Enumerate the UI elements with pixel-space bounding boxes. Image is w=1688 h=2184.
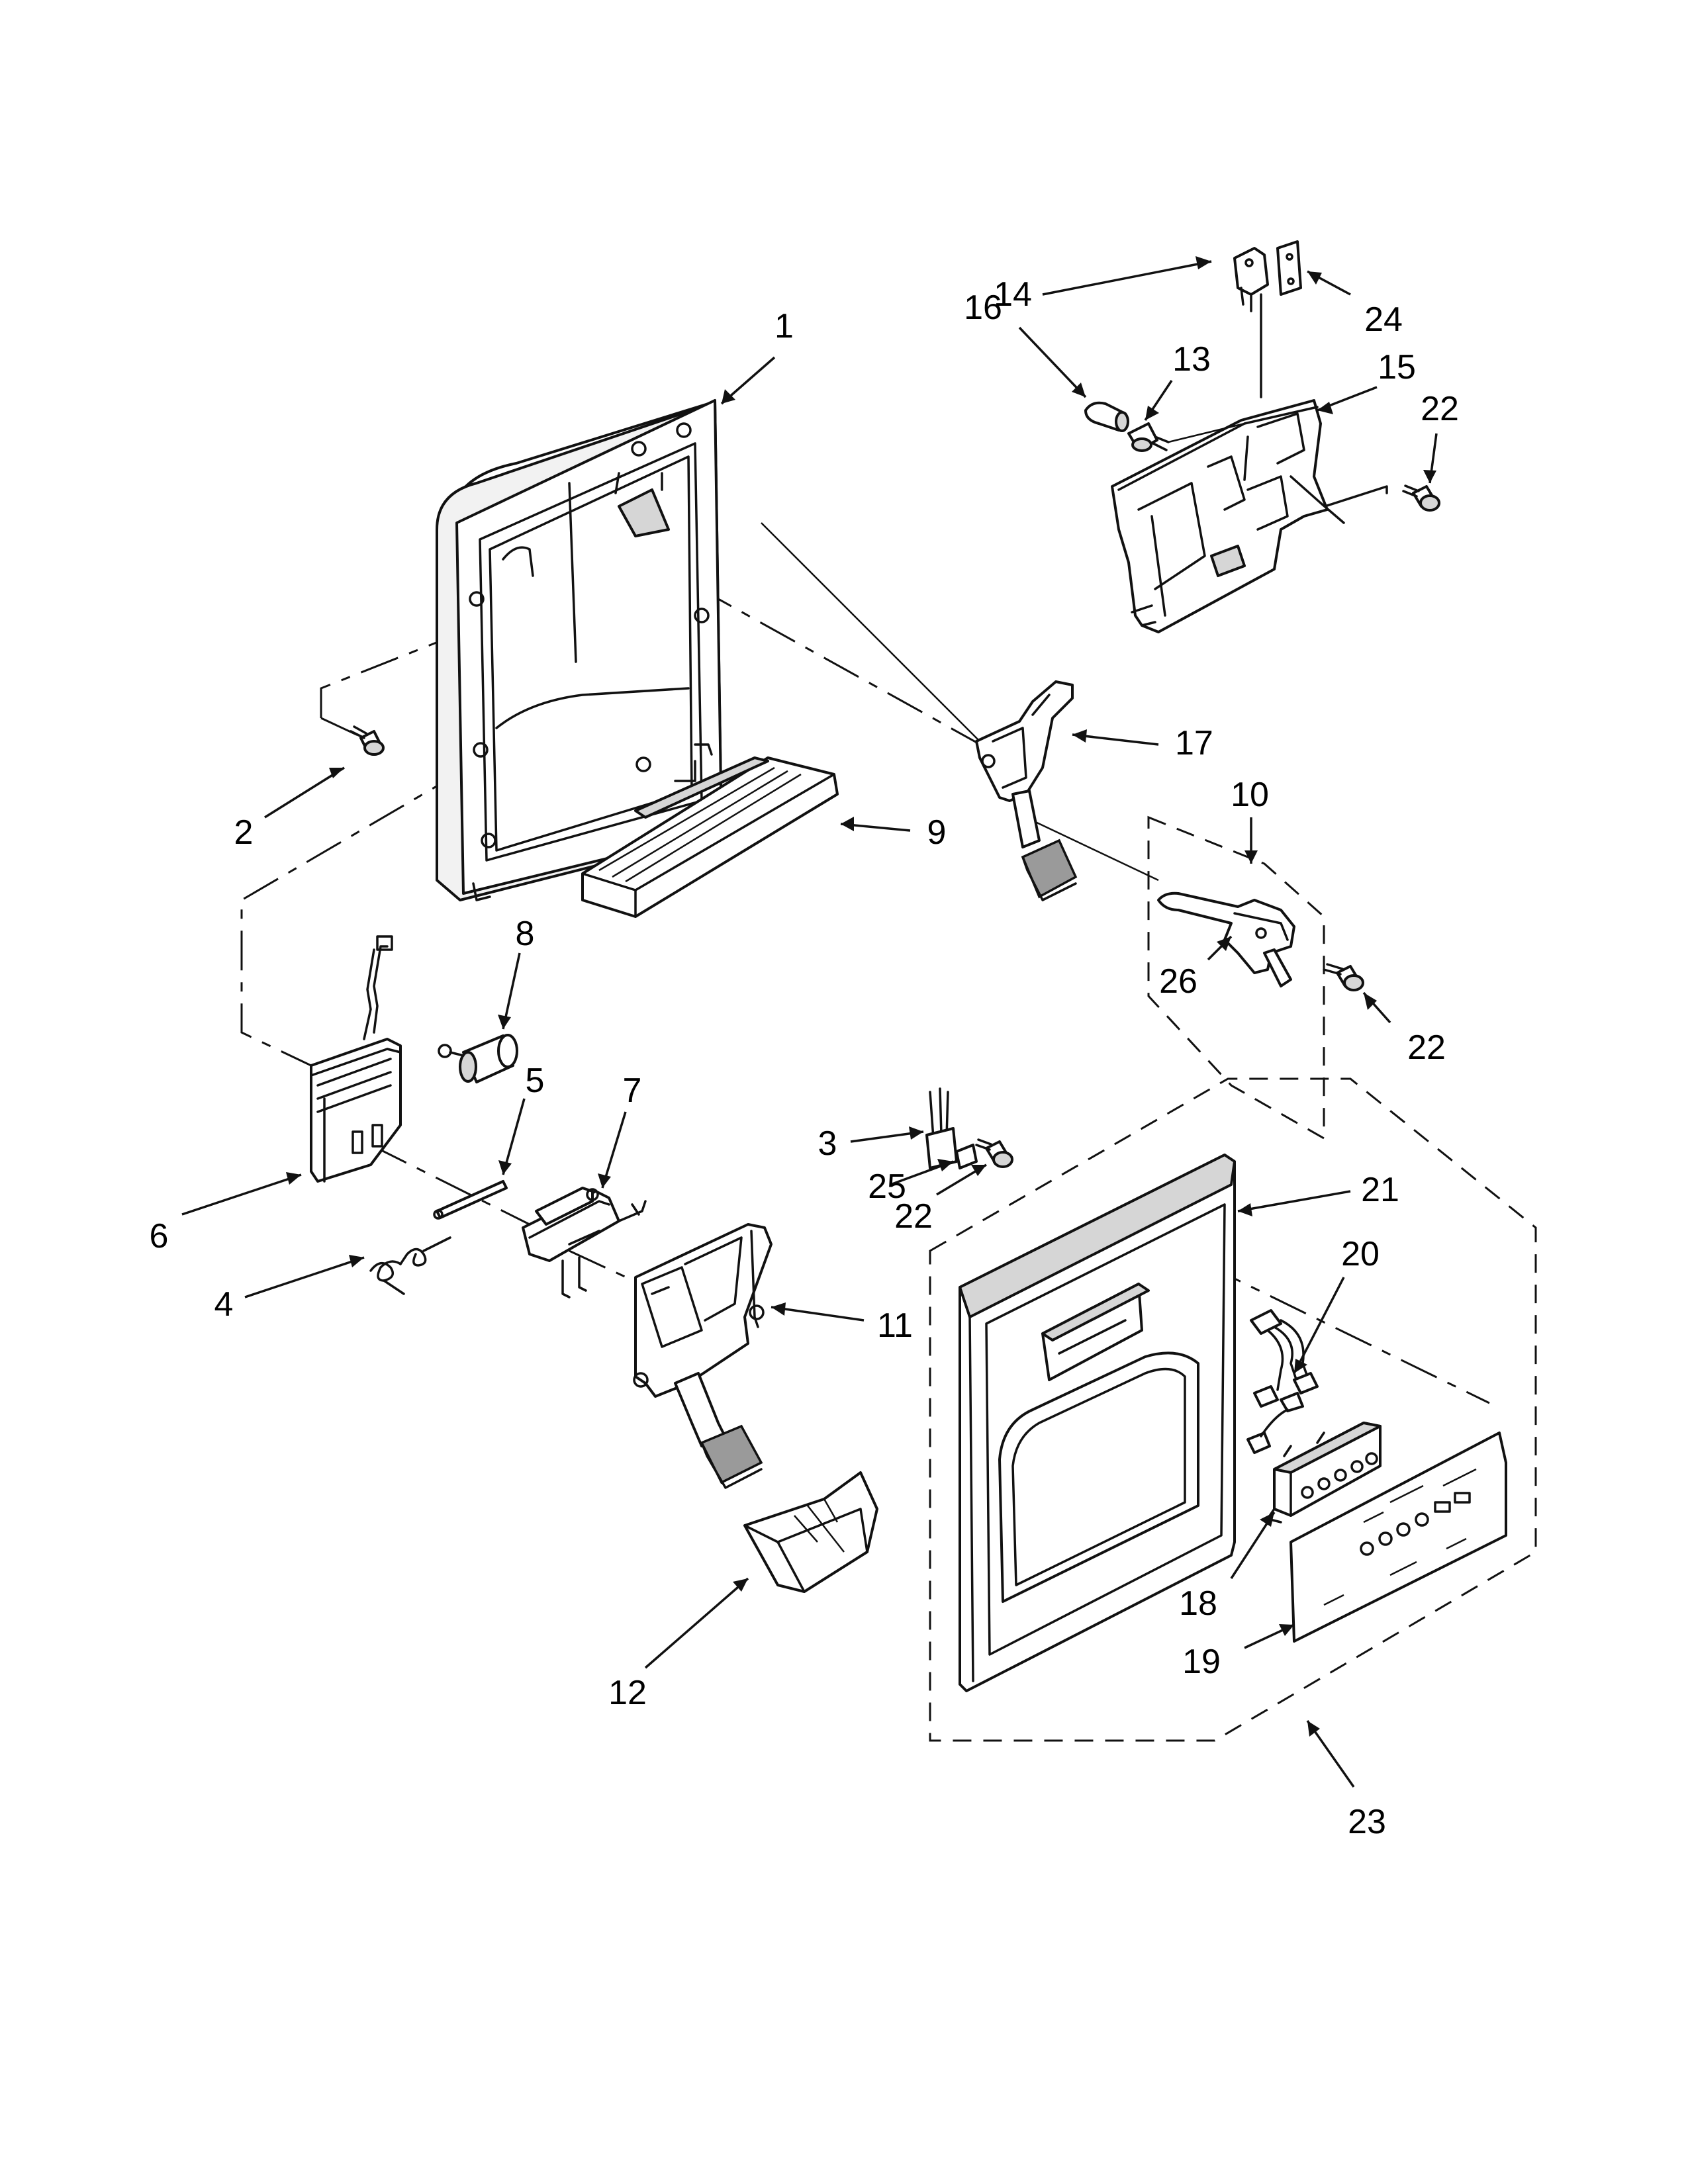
- callout-26: 26: [1159, 962, 1197, 1001]
- callout-20: 20: [1341, 1235, 1380, 1273]
- callout-9: 9: [927, 813, 947, 852]
- bulb-16: [1084, 401, 1129, 432]
- callout-18: 18: [1179, 1584, 1217, 1623]
- callout-23: 23: [1348, 1803, 1386, 1841]
- callout-2: 2: [234, 813, 254, 852]
- callout-15: 15: [1378, 348, 1416, 387]
- callout-22-mid: 22: [894, 1197, 933, 1236]
- callout-22-right: 22: [1407, 1028, 1446, 1067]
- spring-4: [369, 1236, 451, 1295]
- callout-22-top: 22: [1421, 390, 1459, 428]
- callout-3: 3: [818, 1124, 837, 1163]
- bracket-15: [1111, 399, 1345, 633]
- callout-19: 19: [1182, 1643, 1221, 1681]
- group-10-box: [1147, 815, 1325, 1140]
- callout-4: 4: [214, 1285, 234, 1324]
- clip-25: [955, 1144, 978, 1169]
- rod-5: [433, 1180, 508, 1220]
- callout-6: 6: [150, 1217, 169, 1255]
- callout-25: 25: [868, 1167, 906, 1206]
- lever-11: [633, 1223, 773, 1489]
- screw-22-right: [1323, 963, 1364, 991]
- callout-21: 21: [1361, 1171, 1399, 1209]
- group-23-box: [929, 1077, 1537, 1742]
- drip-tray: [581, 756, 839, 918]
- callout-17: 17: [1175, 724, 1213, 762]
- callout-7: 7: [623, 1071, 642, 1110]
- paddle-26: [1157, 891, 1295, 987]
- assembly-lines: [240, 515, 1490, 1404]
- solenoid-8: [438, 1034, 518, 1083]
- arrowheads: [286, 256, 1436, 1737]
- screw-22-mid: [975, 1138, 1013, 1168]
- callout-5: 5: [526, 1062, 545, 1100]
- callout-8: 8: [516, 915, 535, 953]
- funnel-12: [743, 1471, 878, 1593]
- module-6: [310, 935, 402, 1183]
- callout-12: 12: [608, 1674, 647, 1712]
- lever-17: [975, 680, 1078, 901]
- screw-2: [350, 725, 385, 756]
- callout-10: 10: [1231, 776, 1269, 814]
- socket-13: [1127, 422, 1245, 452]
- callout-16: 16: [964, 289, 1002, 327]
- dispenser-housing: [436, 399, 723, 901]
- switch-14: [1233, 247, 1269, 398]
- harness-20: [1246, 1309, 1319, 1454]
- actuator-7: [522, 1187, 647, 1298]
- callout-14: 14: [994, 275, 1032, 314]
- callout-labels: 1 2 3 4 5 6 7 8 9 10 11 12 13 14 15 16 1…: [150, 275, 1459, 1841]
- callout-24: 24: [1364, 300, 1403, 339]
- callout-11: 11: [877, 1306, 913, 1345]
- front-panel-21: [959, 1154, 1236, 1692]
- callout-1: 1: [774, 307, 794, 345]
- control-board-18: [1266, 1422, 1382, 1524]
- clip-3: [925, 1087, 958, 1169]
- insulator-24: [1276, 240, 1302, 296]
- callout-13: 13: [1172, 340, 1211, 379]
